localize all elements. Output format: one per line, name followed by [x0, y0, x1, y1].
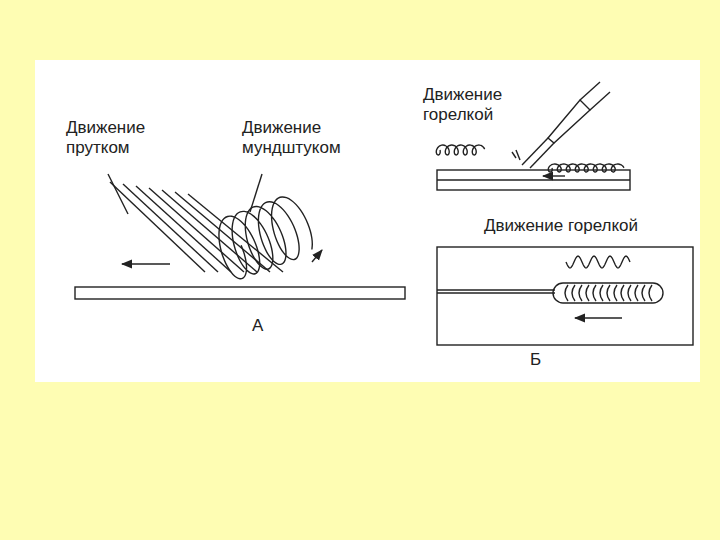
nozzle-path: [219, 197, 312, 279]
torch-motion: [566, 256, 630, 268]
plate-top-view: [437, 247, 693, 345]
direction-arrow: [122, 263, 170, 264]
direction-arrow: [543, 175, 565, 176]
torch: [512, 82, 610, 168]
weld-bead: [548, 164, 624, 172]
weld-bead: [553, 283, 663, 303]
white-panel: [35, 60, 700, 382]
plate: [437, 170, 630, 190]
nozzle-motion-label: Движение мундштуком: [242, 118, 364, 159]
leader-line: [108, 174, 128, 214]
direction-arrow: [575, 317, 622, 318]
weld-ripples: [565, 285, 652, 301]
torch-motion: [436, 145, 484, 155]
figure-letter: Б: [530, 350, 541, 370]
torch-motion-label: Движение горелкой: [484, 216, 638, 236]
seam-line: [437, 292, 555, 293]
seam-line: [437, 179, 630, 180]
filler-rods: [110, 182, 283, 272]
small-arrow: [312, 250, 322, 262]
seam-line: [437, 289, 555, 290]
plate: [75, 287, 405, 299]
rod-motion-label: Движение прутком: [66, 118, 162, 159]
leader-line: [250, 174, 262, 212]
torch-motion-label: Движение горелкой: [423, 85, 523, 126]
figure-letter: А: [252, 316, 263, 336]
